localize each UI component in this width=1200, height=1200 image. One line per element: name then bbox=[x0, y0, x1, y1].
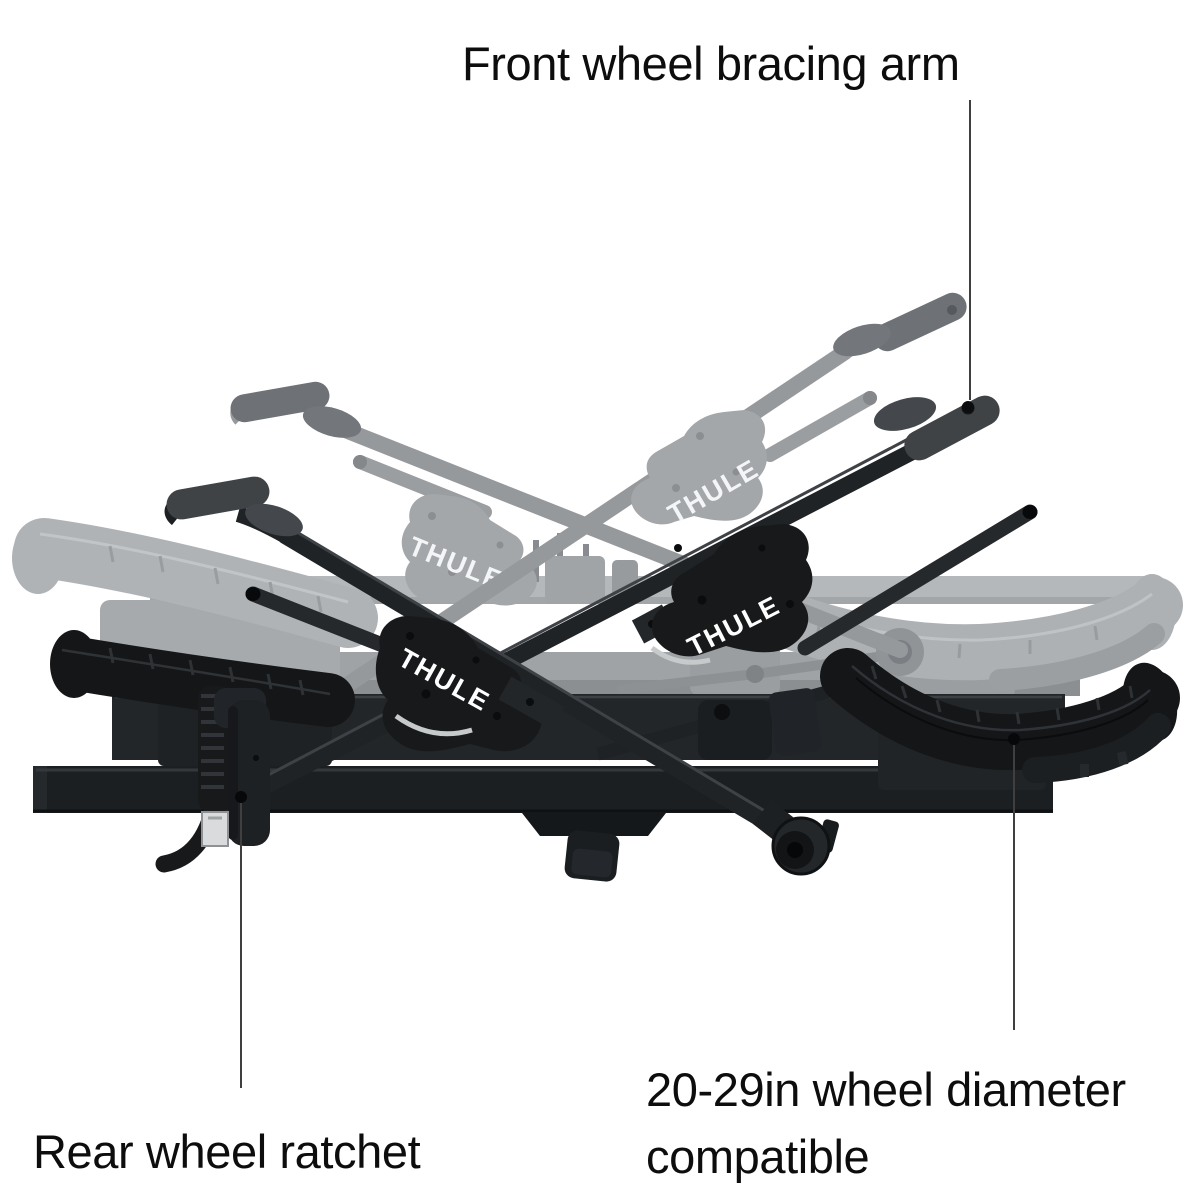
leader-dot-wheel-size bbox=[1008, 733, 1020, 745]
second-bracing-arm: THULE bbox=[164, 476, 831, 876]
ghost-hook-pad bbox=[230, 381, 330, 423]
ratchet-housing bbox=[228, 700, 270, 846]
leader-lines bbox=[235, 100, 1020, 1088]
bracing-arm-jaw-tube bbox=[797, 504, 1038, 656]
ghost-hook-pad bbox=[873, 292, 967, 352]
ghost-left-cradle bbox=[12, 518, 378, 685]
second-arm-tube bbox=[277, 527, 814, 854]
hook-thumb-pad bbox=[873, 397, 937, 431]
arm-roller-foot bbox=[752, 800, 831, 876]
product-layer: THULE bbox=[33, 395, 1180, 882]
label-wheel-diameter-line2: compatible bbox=[646, 1130, 870, 1183]
second-arm-jaw-tube bbox=[245, 586, 398, 656]
label-wheel-diameter-line1: 20-29in wheel diameter bbox=[646, 1063, 1126, 1116]
hook-pad bbox=[904, 395, 1000, 461]
ghost-arm-right: THULE bbox=[254, 292, 967, 750]
ghost-arm-right-body bbox=[631, 410, 767, 525]
hook-thumb-pad bbox=[245, 503, 303, 537]
leader-dot-front-arm bbox=[962, 401, 974, 413]
hook-pad bbox=[166, 476, 270, 520]
hitch-mount bbox=[522, 813, 839, 882]
label-wheel-diameter: 20-29in wheel diameter compatible bbox=[646, 1056, 1126, 1190]
label-rear-wheel-ratchet: Rear wheel ratchet bbox=[33, 1125, 421, 1178]
label-front-wheel-bracing-arm: Front wheel bracing arm bbox=[462, 37, 960, 90]
rear-wheel-ratchet bbox=[155, 686, 270, 873]
leader-dot-ratchet bbox=[235, 791, 247, 803]
bracing-arm-tube bbox=[206, 436, 934, 821]
bracing-arm-body bbox=[651, 524, 813, 657]
